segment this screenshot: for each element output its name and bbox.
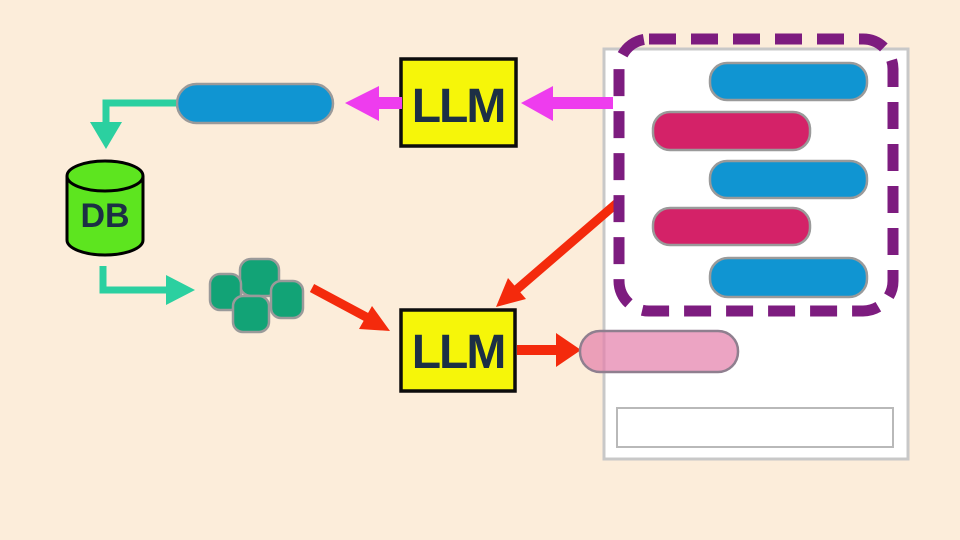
arrow-chat-to-retrieval-llm-head [496,278,526,307]
arrow-retrieval-llm-to-output-head [556,333,581,367]
summary-pill [175,82,335,125]
arrow-chunks-to-retrieval-llm-head [359,306,390,331]
arrow-chat-to-summarizer-llm-head [521,86,553,121]
chat-history-dashed-outline [613,33,899,317]
summarizer-llm-label: LLM [412,80,505,133]
arrow-chat-to-summarizer-llm [521,86,613,121]
database-node: DB [65,159,145,257]
output-pill [578,329,740,374]
chat-window [602,47,910,461]
chat-bubble-right-1 [708,61,869,102]
arrow-chunks-to-retrieval-llm-shaft [309,284,371,322]
chunk-bottom [231,294,271,334]
arrow-summarizer-llm-to-summary-head [345,86,379,121]
arrow-summary-to-db-shaft [102,99,176,124]
chat-bubble-left-1 [651,110,812,152]
database-cylinder-top [65,159,145,193]
arrow-chat-to-retrieval-llm [496,199,620,307]
chunk-cluster [208,257,305,334]
chat-panel [602,47,910,461]
summarizer-llm-node: LLM [399,57,518,148]
database-cylinder-body [65,176,145,257]
arrow-db-to-chunks [99,266,195,305]
arrow-retrieval-llm-to-output [517,333,581,367]
retrieval-llm-box [399,308,517,393]
chat-bubble-right-3 [708,256,869,299]
chat-bubble-left-2 [651,206,812,247]
arrow-summarizer-llm-to-summary [345,86,402,121]
chat-history [651,61,869,299]
arrow-db-to-chunks-shaft [99,266,167,294]
database-label: DB [80,197,129,235]
arrow-db-to-chunks-head [166,275,195,305]
chat-bubble-right-2 [708,159,869,200]
chunk-right [269,279,305,320]
arrow-summary-to-db-head [90,122,122,149]
arrow-chat-to-retrieval-llm-shaft [512,199,620,295]
arrow-chunks-to-retrieval-llm [309,284,390,331]
retrieval-llm-label: LLM [412,326,505,379]
chat-input [616,407,894,448]
arrow-summary-to-db [90,99,176,149]
retrieval-llm-node: LLM [399,308,517,393]
